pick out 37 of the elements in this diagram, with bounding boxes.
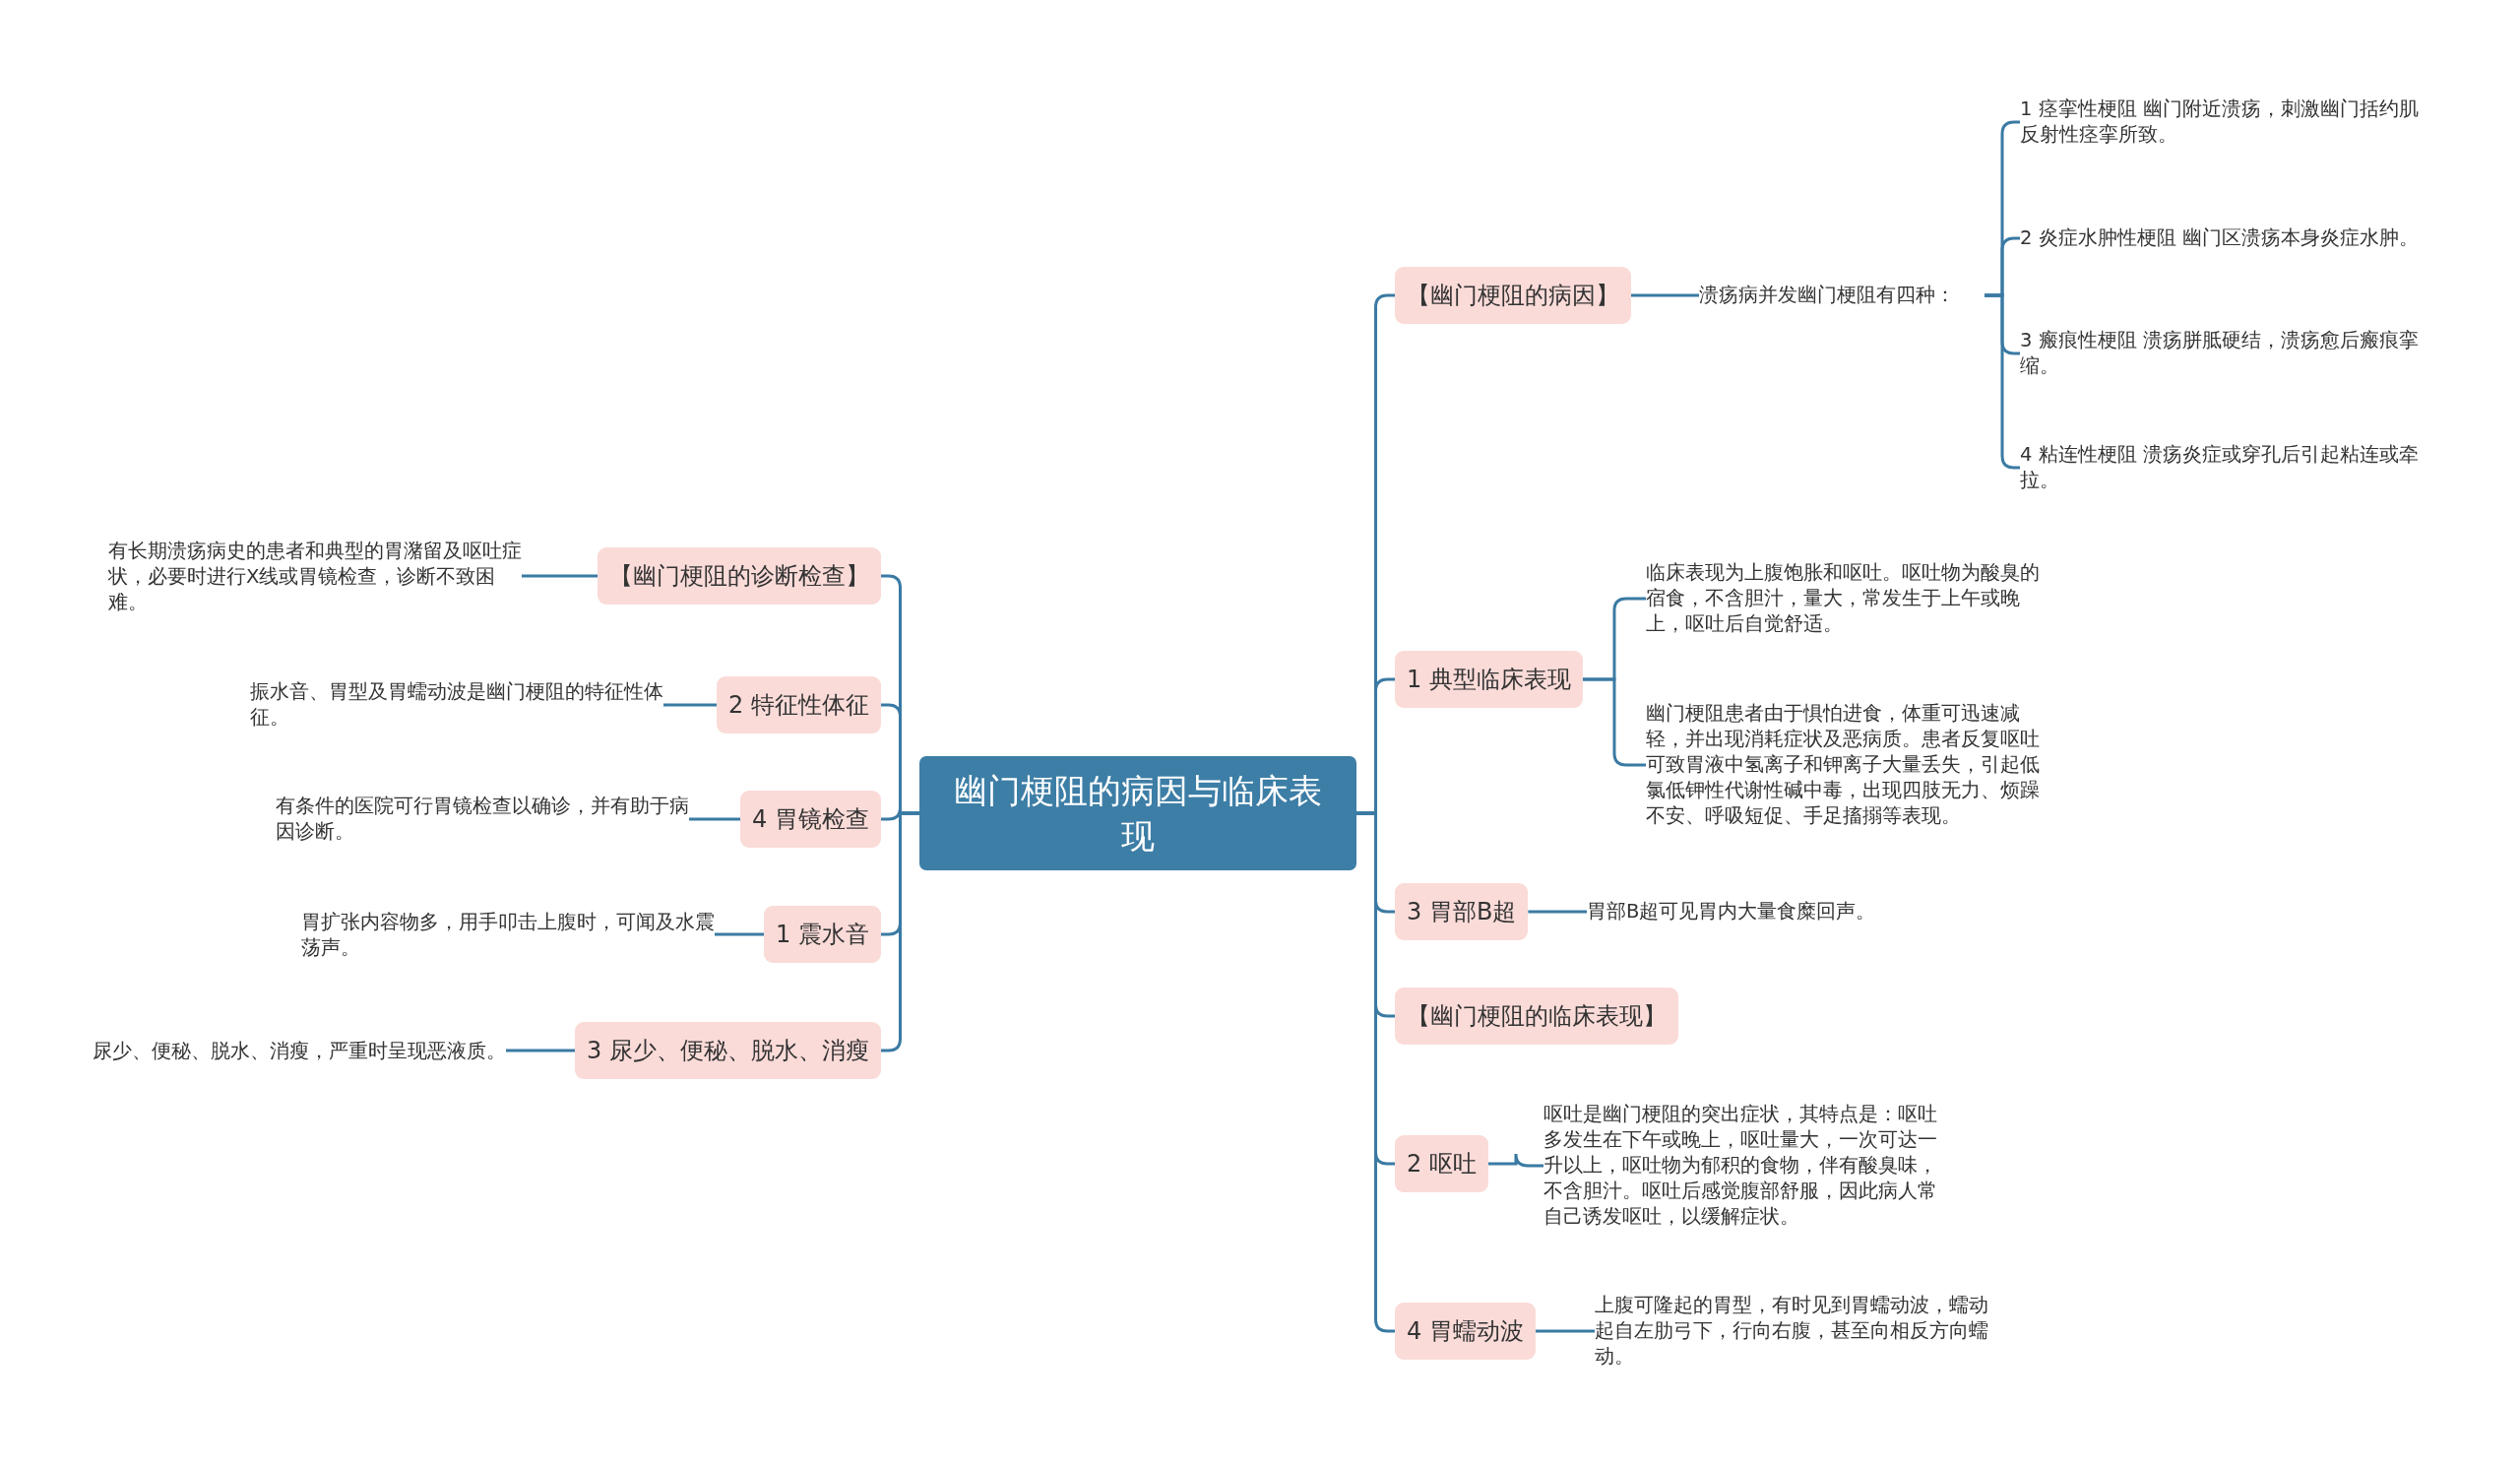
note-text: 临床表现为上腹饱胀和呕吐。呕吐物为酸臭的宿食，不含胆汁，量大，常发生于上午或晚上，呕吐后自觉舒适。	[1646, 560, 2053, 637]
note-text: 胃部B超可见胃内大量食糜回声。	[1587, 899, 2000, 924]
note-text: 溃疡病并发幽门梗阻有四种：	[1699, 283, 1984, 308]
note-text: 胃扩张内容物多，用手叩击上腹时，可闻及水震荡声。	[301, 910, 715, 961]
topic-box: 1 典型临床表现	[1395, 651, 1583, 708]
note-text: 上腹可隆起的胃型，有时见到胃蠕动波，蠕动起自左肋弓下，行向右腹，甚至向相反方向蠕动。	[1595, 1293, 2002, 1370]
topic-box: 3 尿少、便秘、脱水、消瘦	[575, 1022, 881, 1079]
connector-line	[1528, 910, 1587, 914]
note-text: 尿少、便秘、脱水、消瘦，严重时呈现恶液质。	[93, 1039, 506, 1064]
topic-box: 【幽门梗阻的临床表现】	[1395, 988, 1678, 1045]
note-text: 4 粘连性梗阻 溃疡炎症或穿孔后引起粘连或牵拉。	[2020, 442, 2433, 493]
note-text: 有长期溃疡病史的患者和典型的胃潴留及呕吐症状，必要时进行X线或胃镜检查，诊断不致困难。	[108, 539, 522, 615]
connector-line	[715, 932, 765, 936]
central-topic-box: 幽门梗阻的病因与临床表现	[919, 756, 1356, 870]
note-text: 2 炎症水肿性梗阻 幽门区溃疡本身炎症水肿。	[2020, 225, 2433, 251]
note-text: 1 痉挛性梗阻 幽门附近溃疡，刺激幽门括约肌反射性痉挛所致。	[2020, 96, 2433, 148]
connector-line	[506, 1049, 576, 1052]
topic-box: 3 胃部B超	[1395, 883, 1529, 940]
connector-line	[881, 811, 919, 1052]
note-text: 3 瘢痕性梗阻 溃疡胼胝硬结，溃疡愈后瘢痕挛缩。	[2020, 328, 2433, 379]
topic-box: 1 震水音	[764, 906, 881, 963]
connector-line	[689, 817, 741, 821]
connector-line	[1535, 1329, 1595, 1333]
topic-box: 4 胃蠕动波	[1395, 1303, 1536, 1360]
note-text: 呕吐是幽门梗阻的突出症状，其特点是：呕吐多发生在下午或晚上，呕吐量大，一次可达一升以上，呕吐物为郁积的食物，伴有酸臭味，不含胆汁。呕吐后感觉腹部舒服，因此病人常自己诱发呕吐，以缓解症状。	[1544, 1102, 1951, 1230]
connector-line	[1487, 1152, 1544, 1168]
connector-line	[663, 703, 718, 707]
topic-box: 【幽门梗阻的诊断检查】	[598, 547, 881, 605]
note-text: 幽门梗阻患者由于惧怕进食，体重可迅速减轻，并出现消耗症状及恶病质。患者反复呕吐可致胃液中氢离子和钾离子大量丢失，引起低氯低钾性代谢性碱中毒，出现四肢无力、烦躁不安、呼吸短促、手足搐搦等表现。	[1646, 701, 2053, 829]
connector-line	[522, 574, 598, 578]
note-text: 振水音、胃型及胃蠕动波是幽门梗阻的特征性体征。	[250, 679, 663, 731]
topic-box: 【幽门梗阻的病因】	[1395, 267, 1631, 324]
topic-box: 2 呕吐	[1395, 1135, 1488, 1192]
topic-box: 2 特征性体征	[717, 676, 881, 733]
note-text: 有条件的医院可行胃镜检查以确诊，并有助于病因诊断。	[276, 794, 689, 845]
connector-line	[1631, 293, 1699, 297]
topic-box: 4 胃镜检查	[740, 791, 881, 848]
